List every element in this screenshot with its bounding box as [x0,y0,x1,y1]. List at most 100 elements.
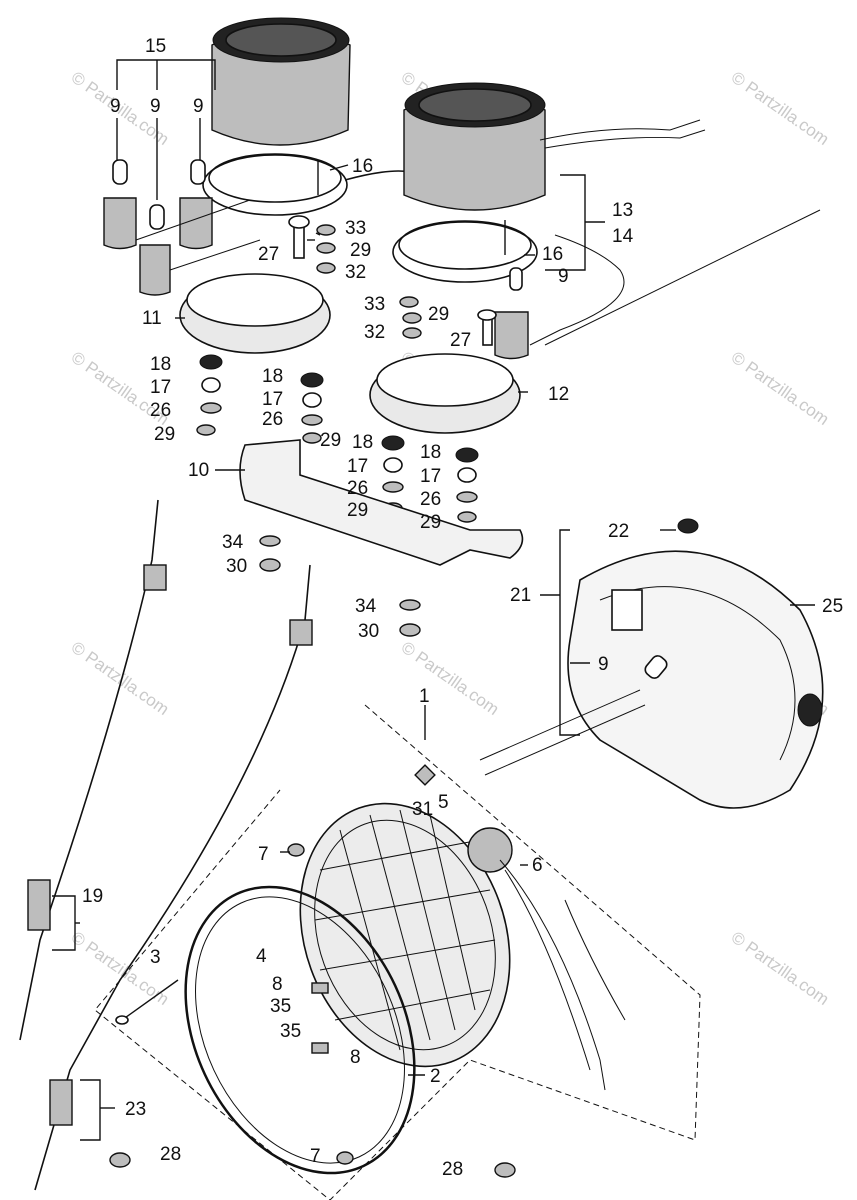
tachometer-lead [544,209,821,346]
screw [494,1162,516,1178]
callout-29: 29 [347,500,368,521]
grommet [381,435,405,451]
callout-lines [52,59,815,1141]
callout-29: 29 [420,512,441,533]
callout-33: 33 [364,294,385,315]
tachometer-ring [392,221,538,283]
headlight-socket [467,827,513,873]
callout-9: 9 [150,96,161,117]
lens-grid [314,819,496,1051]
callout-16: 16 [352,156,373,177]
callout-25: 25 [822,596,843,617]
callout-18: 18 [262,366,283,387]
headlight-group-outline [94,704,701,1200]
callout-8: 8 [350,1047,361,1068]
callout-32: 32 [364,322,385,343]
meter-cables [19,499,313,1191]
collar [383,457,403,473]
lens-grid-lines [314,809,496,1051]
tachometer-assembly [392,82,821,360]
mount-screws [109,764,516,1178]
bulb [509,267,523,291]
callout-3: 3 [150,947,161,968]
nut [402,327,422,339]
callout-11: 11 [142,308,162,329]
callout-10: 10 [188,460,209,481]
watermark: © Partzilla.com [728,68,833,149]
callout-6: 6 [532,855,543,876]
washer [200,402,222,414]
headlight-wires [499,859,626,1091]
callout-21: 21 [510,585,531,606]
callout-17: 17 [262,389,283,410]
watermark: © Partzilla.com [728,928,833,1009]
bracket-nuts [259,535,421,637]
callout-34: 34 [355,596,377,617]
rim-outer [184,885,416,1175]
callout-18: 18 [150,354,171,375]
screw-head [115,1015,129,1025]
washer [399,296,419,308]
callout-31: 31 [412,799,433,820]
bulb-socket [494,311,529,360]
nut [196,424,216,436]
callout-15: 15 [145,36,166,57]
callout-8: 8 [272,974,283,995]
callout-23: 23 [125,1099,146,1120]
washer [259,535,281,547]
cable-nut [143,564,167,591]
washer [402,312,422,324]
bulb-sockets-left [103,159,261,296]
callout-32: 32 [345,262,366,283]
watermark: © Partzilla.com [398,638,503,719]
grommet [455,447,479,463]
watermark: © Partzilla.com [728,348,833,429]
headlight-unit [299,802,626,1091]
callout-29: 29 [320,430,341,451]
screw-head [477,309,497,321]
callout-5: 5 [438,792,449,813]
headlight-case-rim [599,586,796,761]
nut [302,432,322,444]
callout-22: 22 [608,521,629,542]
callout-4: 4 [256,946,267,967]
grommet [300,372,324,388]
callout-33: 33 [345,218,366,239]
bulb [112,159,128,185]
washer [316,242,336,254]
callout-18: 18 [420,442,441,463]
rim-inner [195,896,405,1164]
bulb [644,655,668,679]
speedometer-ring [202,154,348,216]
callout-2: 2 [430,1066,441,1087]
screw [109,1152,131,1168]
callout-9: 9 [598,654,609,675]
callout-28: 28 [442,1159,463,1180]
callout-19: 19 [82,886,103,907]
bulb [149,204,165,230]
bulb-socket [139,244,171,296]
bulb-socket [179,197,213,250]
nut [259,558,281,572]
speedometer-ring-inner [208,153,342,203]
cup-rim [376,353,514,407]
collar [457,467,477,483]
nut [316,262,336,274]
socket-wires [135,199,261,271]
nut-plate [414,764,436,786]
callout-29: 29 [428,304,449,325]
washer [316,224,336,236]
callout-7: 7 [258,844,269,865]
tachometer-dial [418,88,532,122]
screw-head [288,215,310,229]
callout-18: 18 [352,432,373,453]
callout-27: 27 [450,330,471,351]
callout-35: 35 [270,996,291,1017]
case-plug [677,518,699,534]
screw [287,843,305,857]
case-mount-boss [797,693,823,727]
tachometer-wire [529,234,625,346]
screw [336,1151,354,1165]
headlight-rim [115,885,416,1175]
